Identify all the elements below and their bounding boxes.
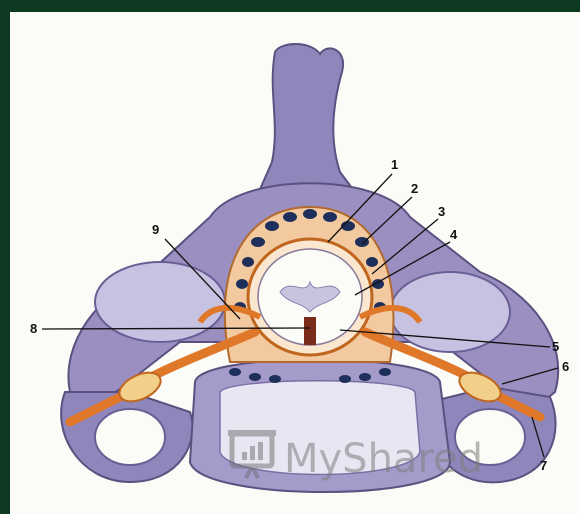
label-2: 2 [411,181,418,196]
vertebra-cross-section-diagram: 1 2 3 4 5 6 7 8 9 MyShared [10,12,580,514]
label-3: 3 [438,204,445,219]
left-transverse-foramen [95,409,165,465]
label-1: 1 [391,157,398,172]
label-9: 9 [152,222,159,237]
label-5: 5 [552,339,559,354]
illustration-canvas: 1 2 3 4 5 6 7 8 9 MyShared [10,12,580,514]
label-8: 8 [30,321,37,336]
label-7: 7 [540,458,547,473]
label-4: 4 [450,227,458,242]
label-6: 6 [562,359,569,374]
dentate-ligament [304,317,316,345]
watermark-text: MyShared [284,436,483,482]
left-articular-process [95,262,225,342]
